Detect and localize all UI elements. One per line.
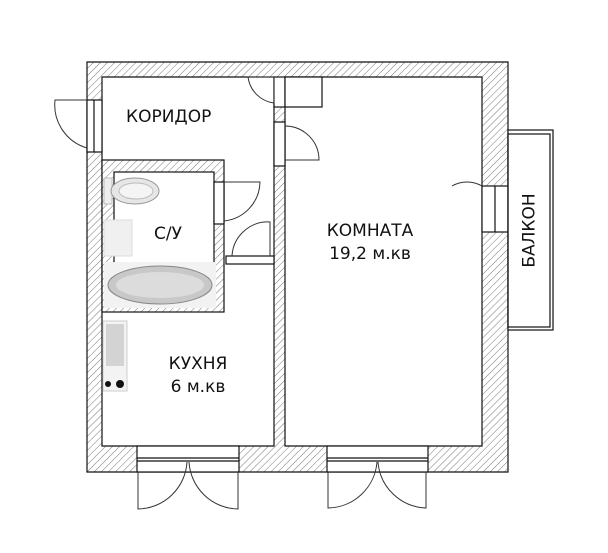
room-label-balcony: БАЛКОН [519,193,540,268]
window-kitchen [136,445,240,473]
room-label-corridor: КОРИДОР [126,107,212,127]
sink-icon [103,219,133,257]
outer-wall [86,61,509,473]
room-label-kitchen: КУХНЯ 6 м.кв [150,353,246,399]
entrance-door-swing [54,99,88,149]
corridor-door-swing [247,76,275,104]
bath-door-swing [223,181,261,222]
balcony-door-swing [451,181,483,187]
room-label-bathroom: С/У [154,224,182,244]
room-window-swing [327,461,427,509]
kitchen-name: КУХНЯ [168,354,228,374]
closet [284,76,323,108]
kitchen-window-swing [137,461,239,510]
stove-icon [102,320,128,392]
kitchen-door-swing [231,221,271,257]
window-room [326,445,429,473]
kitchen-door-frame [225,255,275,265]
room-name: КОМНАТА [326,221,414,241]
toilet-icon [103,177,160,205]
room-label-room: КОМНАТА 19,2 м.кв [310,220,430,266]
room-area: 19,2 м.кв [329,244,411,264]
room-door-swing [284,125,320,161]
closet-opening [273,76,286,108]
balcony [507,129,554,331]
room-door-opening [273,121,286,167]
kitchen-area: 6 м.кв [170,377,226,397]
bath-door-opening [213,181,225,225]
bathtub-icon [104,262,216,308]
